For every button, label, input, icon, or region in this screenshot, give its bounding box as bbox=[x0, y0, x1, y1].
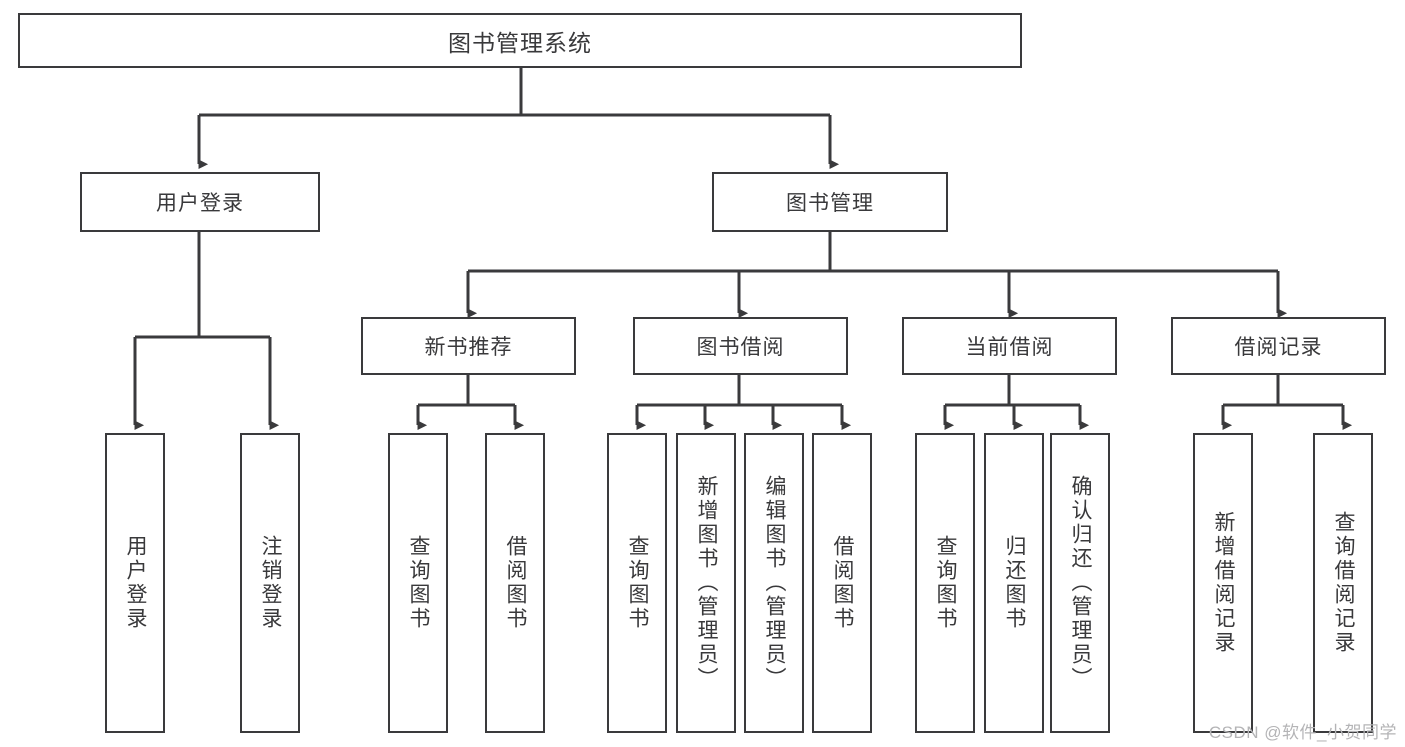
leaf-record-add-record[interactable]: 新增借阅记录 bbox=[1193, 433, 1253, 733]
leaf-borrow-edit-book[interactable]: 编辑图书（管理员） bbox=[744, 433, 804, 733]
leaf-user-login-signin[interactable]: 用户登录 bbox=[105, 433, 165, 733]
node-label: 图书借阅 bbox=[696, 336, 785, 359]
leaf-user-login-signout[interactable]: 注销登录 bbox=[240, 433, 300, 733]
leaf-recommend-query-book[interactable]: 查询图书 bbox=[388, 433, 448, 733]
node-label: 用户登录 bbox=[156, 192, 244, 215]
watermark: CSDN @软件_小贺同学 bbox=[1208, 723, 1397, 742]
node-book-borrow[interactable]: 图书借阅 bbox=[633, 317, 848, 375]
leaf-current-return-book[interactable]: 归还图书 bbox=[984, 433, 1044, 733]
node-label: 编辑图书（管理员） bbox=[763, 475, 787, 691]
node-root-system[interactable]: 图书管理系统 bbox=[18, 13, 1022, 68]
node-label: 新增借阅记录 bbox=[1212, 511, 1236, 655]
node-label: 查询借阅记录 bbox=[1332, 511, 1356, 655]
node-label: 借阅记录 bbox=[1234, 336, 1323, 359]
node-label: 归还图书 bbox=[1003, 535, 1027, 631]
node-label: 查询图书 bbox=[407, 535, 431, 631]
node-label: 用户登录 bbox=[124, 535, 148, 631]
node-label: 图书管理 bbox=[786, 192, 874, 215]
node-label: 新增图书（管理员） bbox=[695, 475, 719, 691]
leaf-current-confirm-return[interactable]: 确认归还（管理员） bbox=[1050, 433, 1110, 733]
node-label: 确认归还（管理员） bbox=[1069, 475, 1093, 691]
leaf-borrow-borrow-book[interactable]: 借阅图书 bbox=[812, 433, 872, 733]
leaf-current-query-book[interactable]: 查询图书 bbox=[915, 433, 975, 733]
node-label: 当前借阅 bbox=[965, 336, 1054, 359]
leaf-borrow-add-book[interactable]: 新增图书（管理员） bbox=[676, 433, 736, 733]
node-label: 借阅图书 bbox=[831, 535, 855, 631]
node-user-login[interactable]: 用户登录 bbox=[80, 172, 320, 232]
node-label: 查询图书 bbox=[626, 535, 650, 631]
leaf-record-query-record[interactable]: 查询借阅记录 bbox=[1313, 433, 1373, 733]
node-label: 借阅图书 bbox=[504, 535, 528, 631]
leaf-borrow-query-book[interactable]: 查询图书 bbox=[607, 433, 667, 733]
node-label: 查询图书 bbox=[934, 535, 958, 631]
node-current-borrow[interactable]: 当前借阅 bbox=[902, 317, 1117, 375]
node-label: 新书推荐 bbox=[424, 336, 513, 359]
node-label: 图书管理系统 bbox=[448, 29, 592, 56]
node-label: 注销登录 bbox=[259, 535, 283, 631]
node-book-management[interactable]: 图书管理 bbox=[712, 172, 948, 232]
node-new-book-recommend[interactable]: 新书推荐 bbox=[361, 317, 576, 375]
node-borrow-record[interactable]: 借阅记录 bbox=[1171, 317, 1386, 375]
leaf-recommend-borrow-book[interactable]: 借阅图书 bbox=[485, 433, 545, 733]
